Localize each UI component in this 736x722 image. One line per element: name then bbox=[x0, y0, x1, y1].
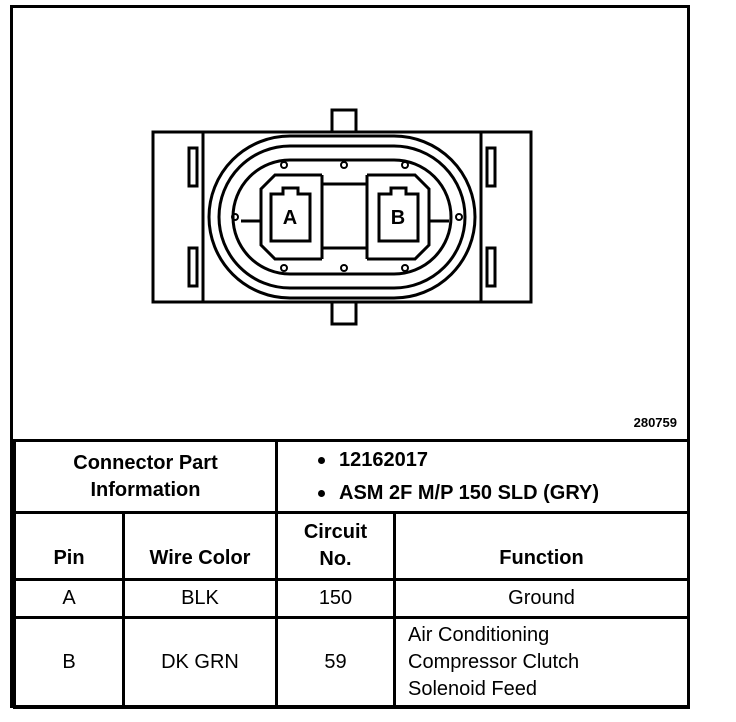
connector-diagram-area: A B 280759 bbox=[13, 8, 687, 439]
pin-b-label: B bbox=[391, 207, 405, 229]
part-info-label-line2: Information bbox=[90, 478, 201, 501]
part-info-label-line1: Connector Part bbox=[73, 451, 218, 474]
terminal-b-outline bbox=[377, 186, 420, 243]
figure-number: 280759 bbox=[633, 415, 677, 430]
header-row: Pin Wire Color Circuit No. Function bbox=[13, 511, 690, 581]
table-row: B DK GRN 59 Air Conditioning Compressor … bbox=[13, 616, 690, 709]
pin-a-label: A bbox=[283, 207, 297, 229]
middle-oval bbox=[217, 144, 467, 290]
row-a-function: Ground bbox=[393, 578, 690, 619]
row-b-function-line2: Compressor Clutch bbox=[408, 651, 580, 673]
part-number-item: ASM 2F M/P 150 SLD (GRY) bbox=[318, 477, 687, 510]
row-b-wire-color: DK GRN bbox=[122, 616, 278, 709]
part-number-item: 12162017 bbox=[318, 444, 687, 477]
header-circuit: Circuit No. bbox=[275, 511, 396, 581]
connector-drawing: A B bbox=[151, 108, 533, 326]
bottom-tab bbox=[330, 300, 358, 326]
row-b-function: Air Conditioning Compressor Clutch Solen… bbox=[393, 616, 690, 709]
row-a-circuit: 150 bbox=[275, 578, 396, 619]
header-wire-color: Wire Color bbox=[122, 511, 278, 581]
connector-info-table: Connector Part Information 12162017 ASM … bbox=[13, 439, 690, 709]
terminal-a-outline bbox=[269, 186, 312, 243]
row-b-circuit: 59 bbox=[275, 616, 396, 709]
top-tab bbox=[330, 108, 358, 134]
connector-frame: A B 280759 Connector Part Information 12… bbox=[10, 5, 690, 709]
bullet-icon bbox=[318, 489, 325, 497]
row-a-pin: A bbox=[13, 578, 125, 619]
header-circuit-line2: No. bbox=[319, 548, 352, 570]
part-number-text: ASM 2F M/P 150 SLD (GRY) bbox=[339, 481, 600, 504]
header-pin: Pin bbox=[13, 511, 125, 581]
header-circuit-line1: Circuit bbox=[303, 521, 368, 543]
part-number-text: 12162017 bbox=[339, 448, 428, 471]
table-row: A BLK 150 Ground bbox=[13, 578, 690, 619]
row-b-pin: B bbox=[13, 616, 125, 709]
row-a-wire-color: BLK bbox=[122, 578, 278, 619]
part-info-label-cell: Connector Part Information bbox=[13, 439, 278, 514]
row-b-function-line1: Air Conditioning bbox=[408, 624, 550, 646]
bullet-icon bbox=[318, 456, 325, 464]
header-function: Function bbox=[393, 511, 690, 581]
part-numbers-cell: 12162017 ASM 2F M/P 150 SLD (GRY) bbox=[275, 439, 690, 514]
part-info-row: Connector Part Information 12162017 ASM … bbox=[13, 439, 690, 514]
row-b-function-line3: Solenoid Feed bbox=[408, 678, 537, 700]
